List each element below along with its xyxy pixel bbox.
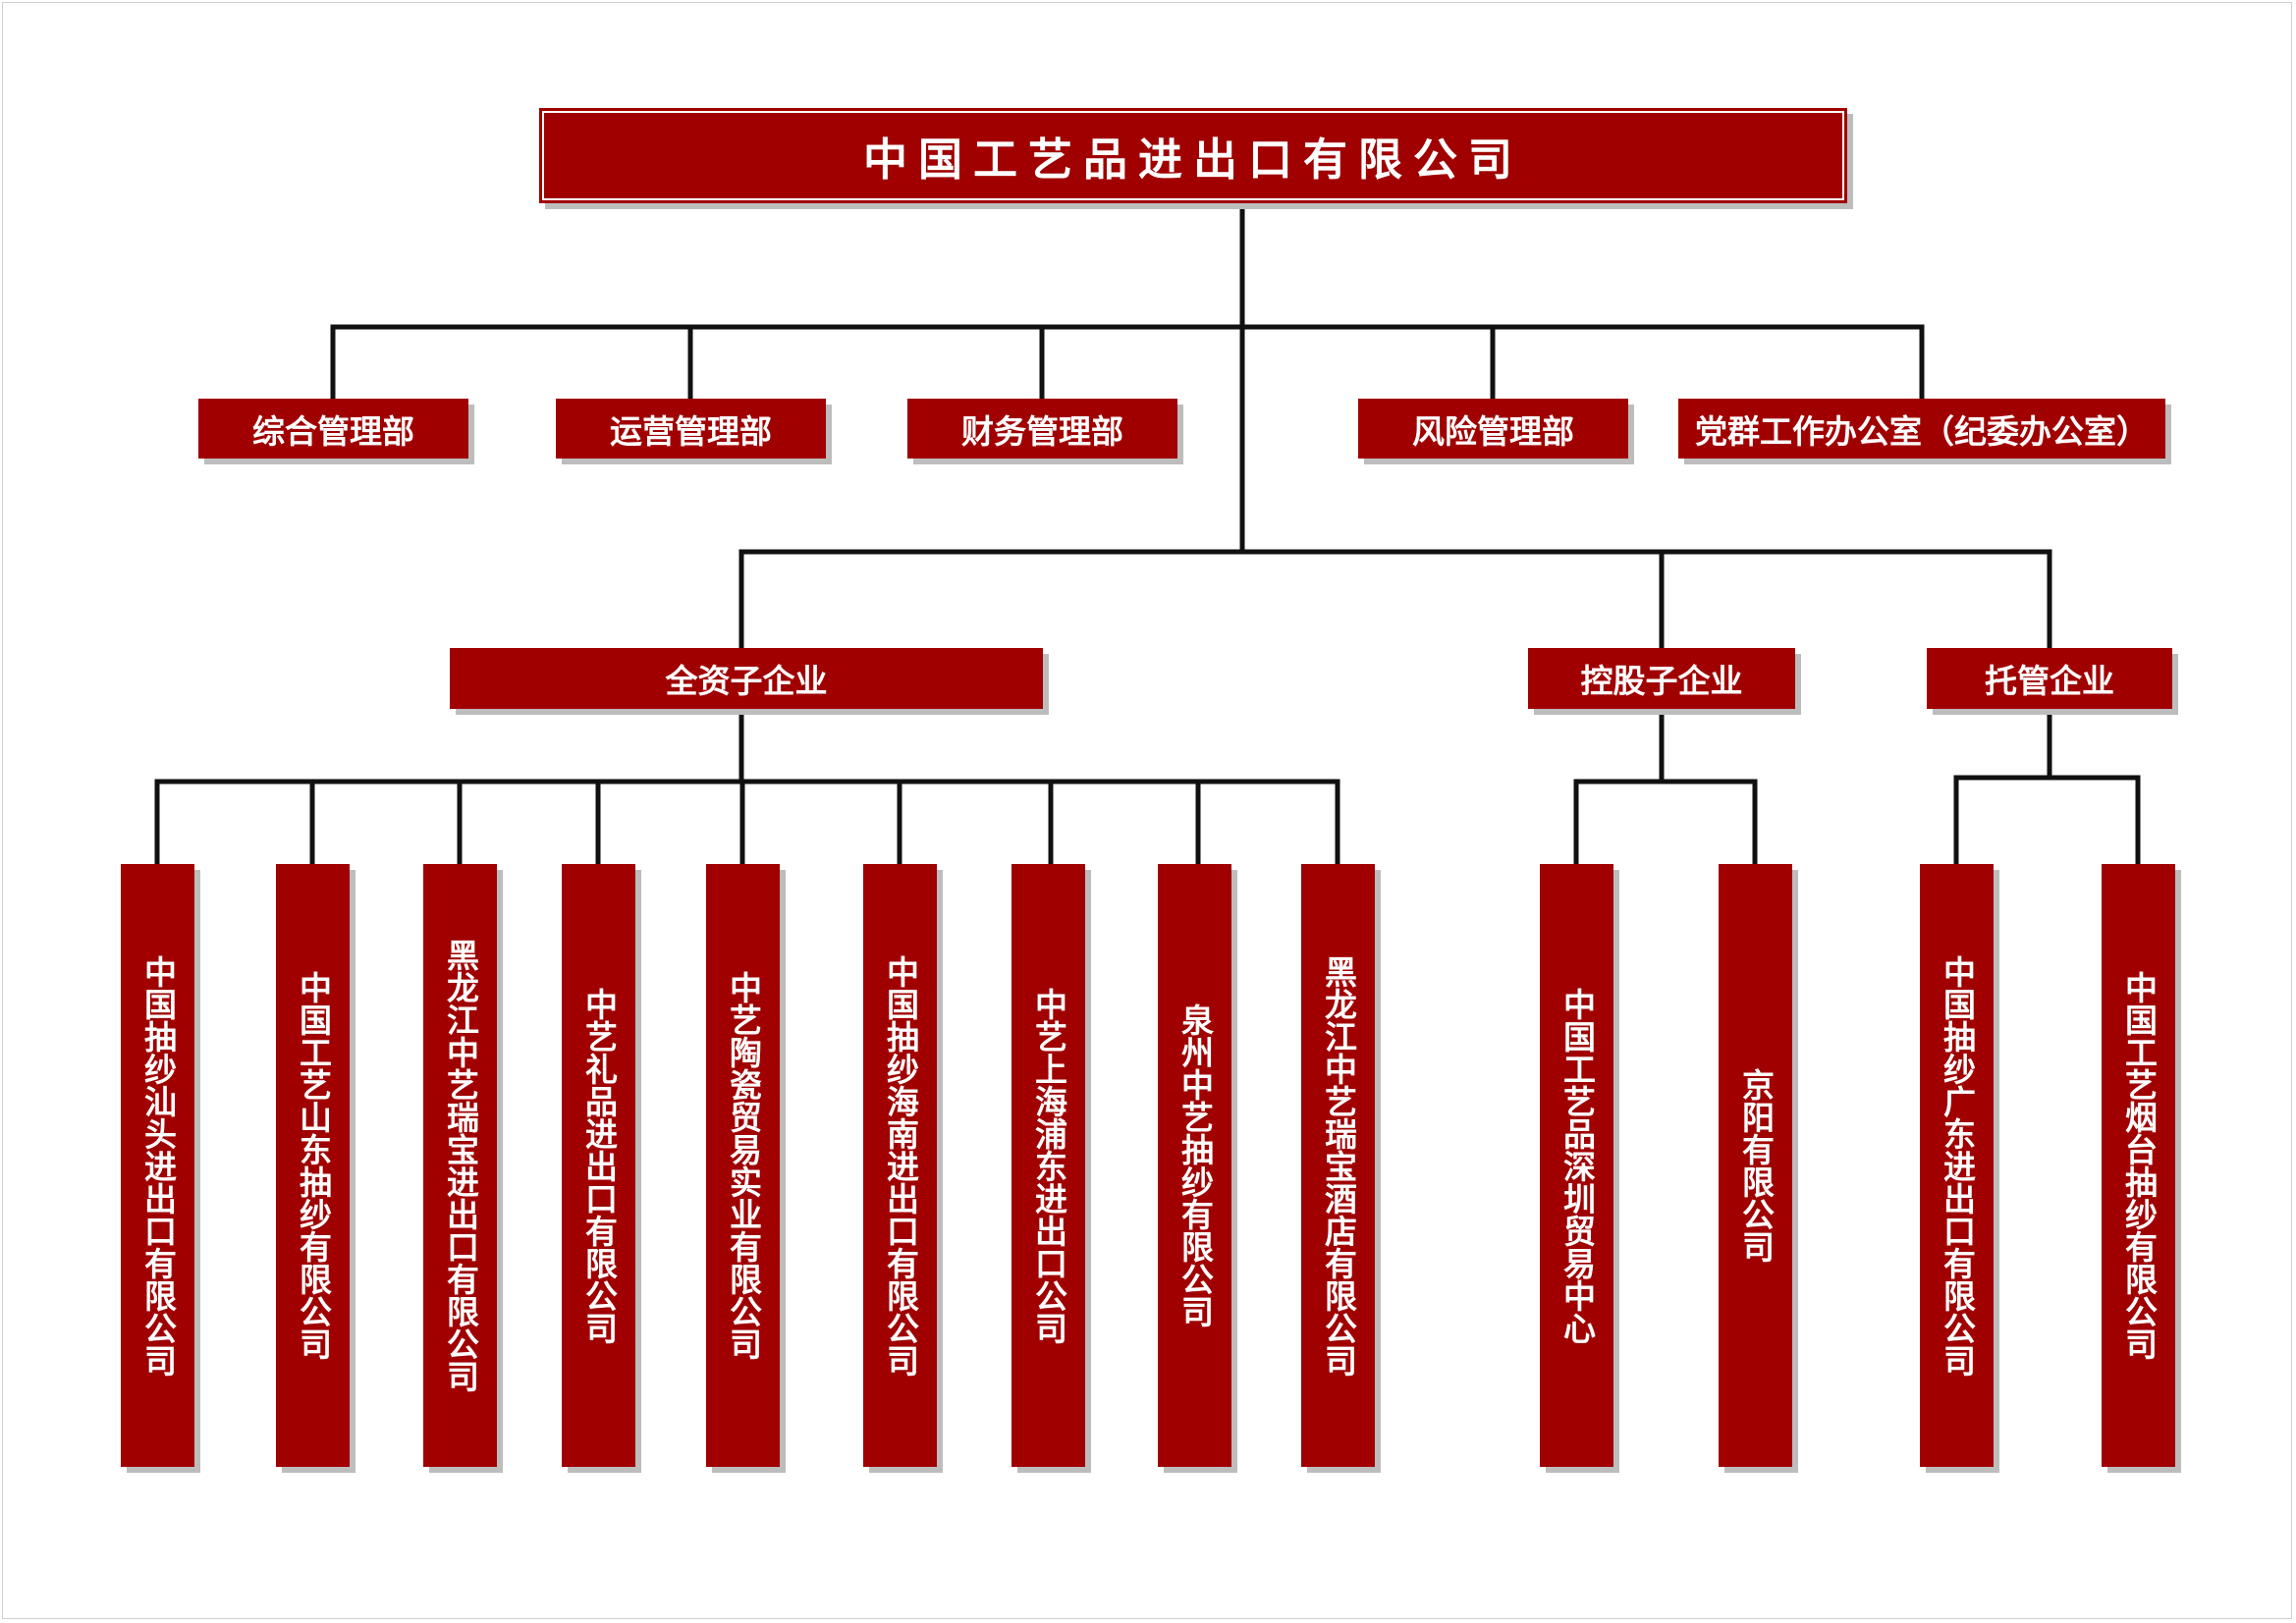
subsidiary-label: 中国工艺烟台抽纱有限公司	[2119, 971, 2159, 1360]
department-box: 党群工作办公室（纪委办公室）	[1678, 399, 2165, 459]
subsidiary-label: 中艺陶瓷贸易实业有限公司	[724, 971, 763, 1360]
subsidiary-label: 中国抽纱汕头进出口有限公司	[138, 954, 178, 1377]
subsidiary-box: 京阳有限公司	[1719, 864, 1792, 1467]
subsidiary-box: 黑龙江中艺瑞宝进出口有限公司	[423, 864, 497, 1467]
root-company-box: 中国工艺品进出口有限公司	[539, 108, 1847, 203]
subsidiary-label: 中艺上海浦东进出口公司	[1029, 987, 1068, 1344]
subsidiary-box: 黑龙江中艺瑞宝酒店有限公司	[1301, 864, 1375, 1467]
subsidiary-box: 中国抽纱广东进出口有限公司	[1920, 864, 1994, 1467]
subsidiary-box: 泉州中艺抽纱有限公司	[1158, 864, 1231, 1467]
subsidiary-box: 中国抽纱海南进出口有限公司	[863, 864, 937, 1467]
subsidiary-label: 中国抽纱海南进出口有限公司	[881, 954, 920, 1377]
subsidiary-box: 中艺上海浦东进出口公司	[1011, 864, 1085, 1467]
subsidiary-box: 中国工艺烟台抽纱有限公司	[2102, 864, 2175, 1467]
subsidiary-label: 京阳有限公司	[1736, 1068, 1776, 1263]
subsidiary-label: 中国工艺山东抽纱有限公司	[294, 971, 333, 1360]
subsidiary-label: 中国抽纱广东进出口有限公司	[1938, 954, 1977, 1377]
department-box: 风险管理部	[1358, 399, 1628, 459]
category-box-trusteeship: 托管企业	[1927, 648, 2172, 709]
root-company-label: 中国工艺品进出口有限公司	[862, 134, 1523, 186]
department-label: 财务管理部	[961, 411, 1123, 451]
subsidiary-box: 中国工艺山东抽纱有限公司	[276, 864, 350, 1467]
subsidiary-box: 中国工艺品深圳贸易中心	[1540, 864, 1613, 1467]
department-label: 综合管理部	[252, 411, 414, 451]
subsidiary-label: 黑龙江中艺瑞宝酒店有限公司	[1319, 954, 1358, 1377]
department-label: 运营管理部	[610, 411, 772, 451]
category-label: 托管企业	[1985, 662, 2114, 700]
subsidiary-box: 中国抽纱汕头进出口有限公司	[121, 864, 194, 1467]
department-box: 综合管理部	[198, 399, 468, 459]
category-box-wholly-owned: 全资子企业	[450, 648, 1043, 709]
department-box: 财务管理部	[907, 399, 1177, 459]
department-label: 风险管理部	[1412, 411, 1574, 451]
subsidiary-box: 中艺陶瓷贸易实业有限公司	[706, 864, 780, 1467]
department-box: 运营管理部	[556, 399, 826, 459]
department-label: 党群工作办公室（纪委办公室）	[1695, 411, 2149, 451]
subsidiary-label: 中艺礼品进出口有限公司	[579, 987, 619, 1344]
subsidiary-label: 中国工艺品深圳贸易中心	[1558, 987, 1597, 1344]
category-label: 控股子企业	[1580, 662, 1743, 700]
subsidiary-label: 泉州中艺抽纱有限公司	[1175, 1003, 1215, 1327]
category-label: 全资子企业	[665, 662, 828, 700]
category-box-holding: 控股子企业	[1528, 648, 1795, 709]
subsidiary-label: 黑龙江中艺瑞宝进出口有限公司	[441, 939, 480, 1392]
subsidiary-box: 中艺礼品进出口有限公司	[562, 864, 635, 1467]
